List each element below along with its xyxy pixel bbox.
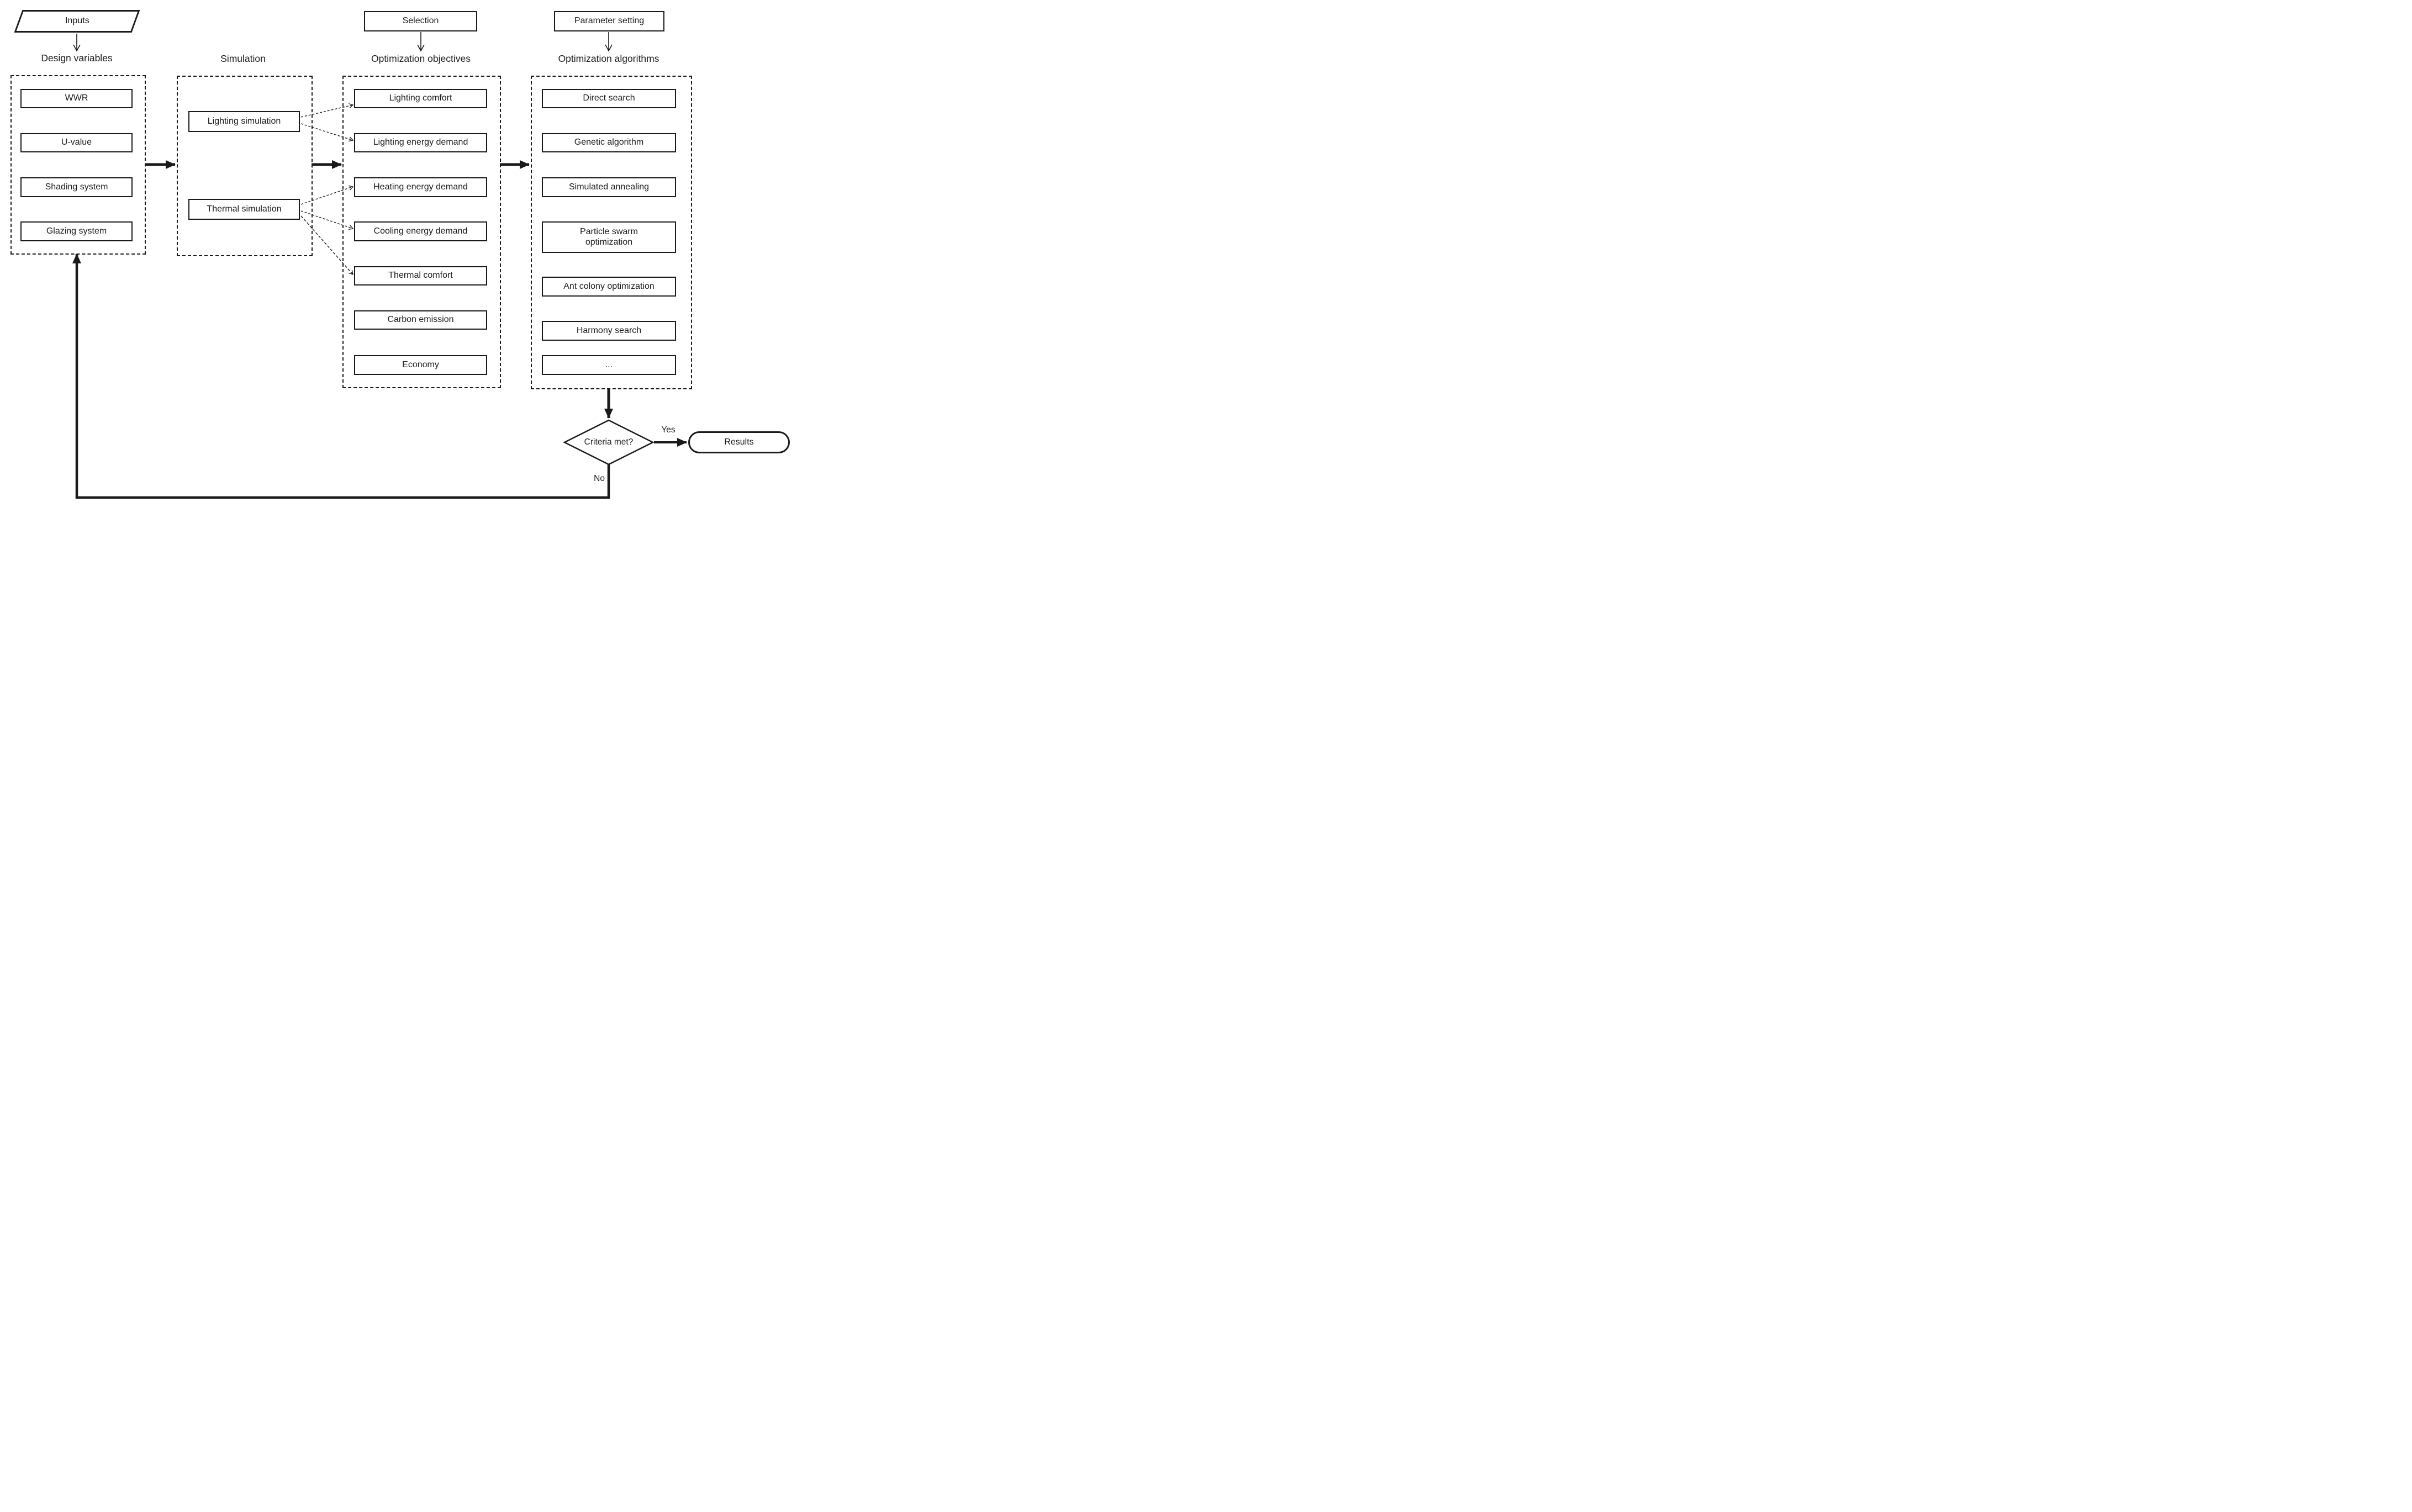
obj-item-economy: Economy	[354, 355, 487, 375]
results-terminal: Results	[688, 431, 790, 453]
simulation-container	[177, 76, 313, 256]
selection-box: Selection	[364, 11, 477, 31]
obj-item-thermal-comfort: Thermal comfort	[354, 266, 487, 286]
results-label: Results	[724, 437, 754, 447]
parameter-setting-label: Parameter setting	[574, 16, 645, 26]
header-design-variables: Design variables	[41, 52, 113, 64]
dv-item-glazing-system: Glazing system	[20, 221, 133, 241]
sim-item-lighting-simulation: Lighting simulation	[188, 111, 300, 132]
header-optimization-objectives: Optimization objectives	[371, 53, 471, 64]
header-optimization-algorithms: Optimization algorithms	[558, 53, 659, 64]
obj-item-heating-energy-demand: Heating energy demand	[354, 177, 487, 197]
header-simulation: Simulation	[220, 53, 266, 64]
dv-item-wwr: WWR	[20, 89, 133, 108]
alg-item-ellipsis: ...	[542, 355, 676, 375]
dv-item-shading-system: Shading system	[20, 177, 133, 197]
obj-item-carbon-emission: Carbon emission	[354, 310, 487, 330]
obj-item-lighting-comfort: Lighting comfort	[354, 89, 487, 108]
alg-item-ant-colony-optimization: Ant colony optimization	[542, 277, 676, 297]
obj-item-cooling-energy-demand: Cooling energy demand	[354, 221, 487, 241]
inputs-parallelogram: Inputs	[14, 10, 140, 33]
alg-item-simulated-annealing: Simulated annealing	[542, 177, 676, 197]
optimization-algorithms-container	[531, 76, 692, 389]
obj-item-lighting-energy-demand: Lighting energy demand	[354, 133, 487, 152]
flowchart-diagram: Inputs Selection Parameter setting Desig…	[0, 0, 804, 504]
alg-item-particle-swarm-optimization: Particle swarm optimization	[542, 221, 676, 253]
alg-item-harmony-search: Harmony search	[542, 321, 676, 341]
no-label: No	[594, 474, 605, 483]
inputs-label: Inputs	[65, 16, 89, 26]
yes-label: Yes	[661, 425, 675, 435]
sim-item-thermal-simulation: Thermal simulation	[188, 199, 300, 220]
selection-label: Selection	[402, 16, 439, 26]
alg-item-genetic-algorithm: Genetic algorithm	[542, 133, 676, 152]
decision-label: Criteria met?	[584, 437, 634, 447]
dv-item-u-value: U-value	[20, 133, 133, 152]
alg-item-direct-search: Direct search	[542, 89, 676, 108]
parameter-setting-box: Parameter setting	[554, 11, 664, 31]
